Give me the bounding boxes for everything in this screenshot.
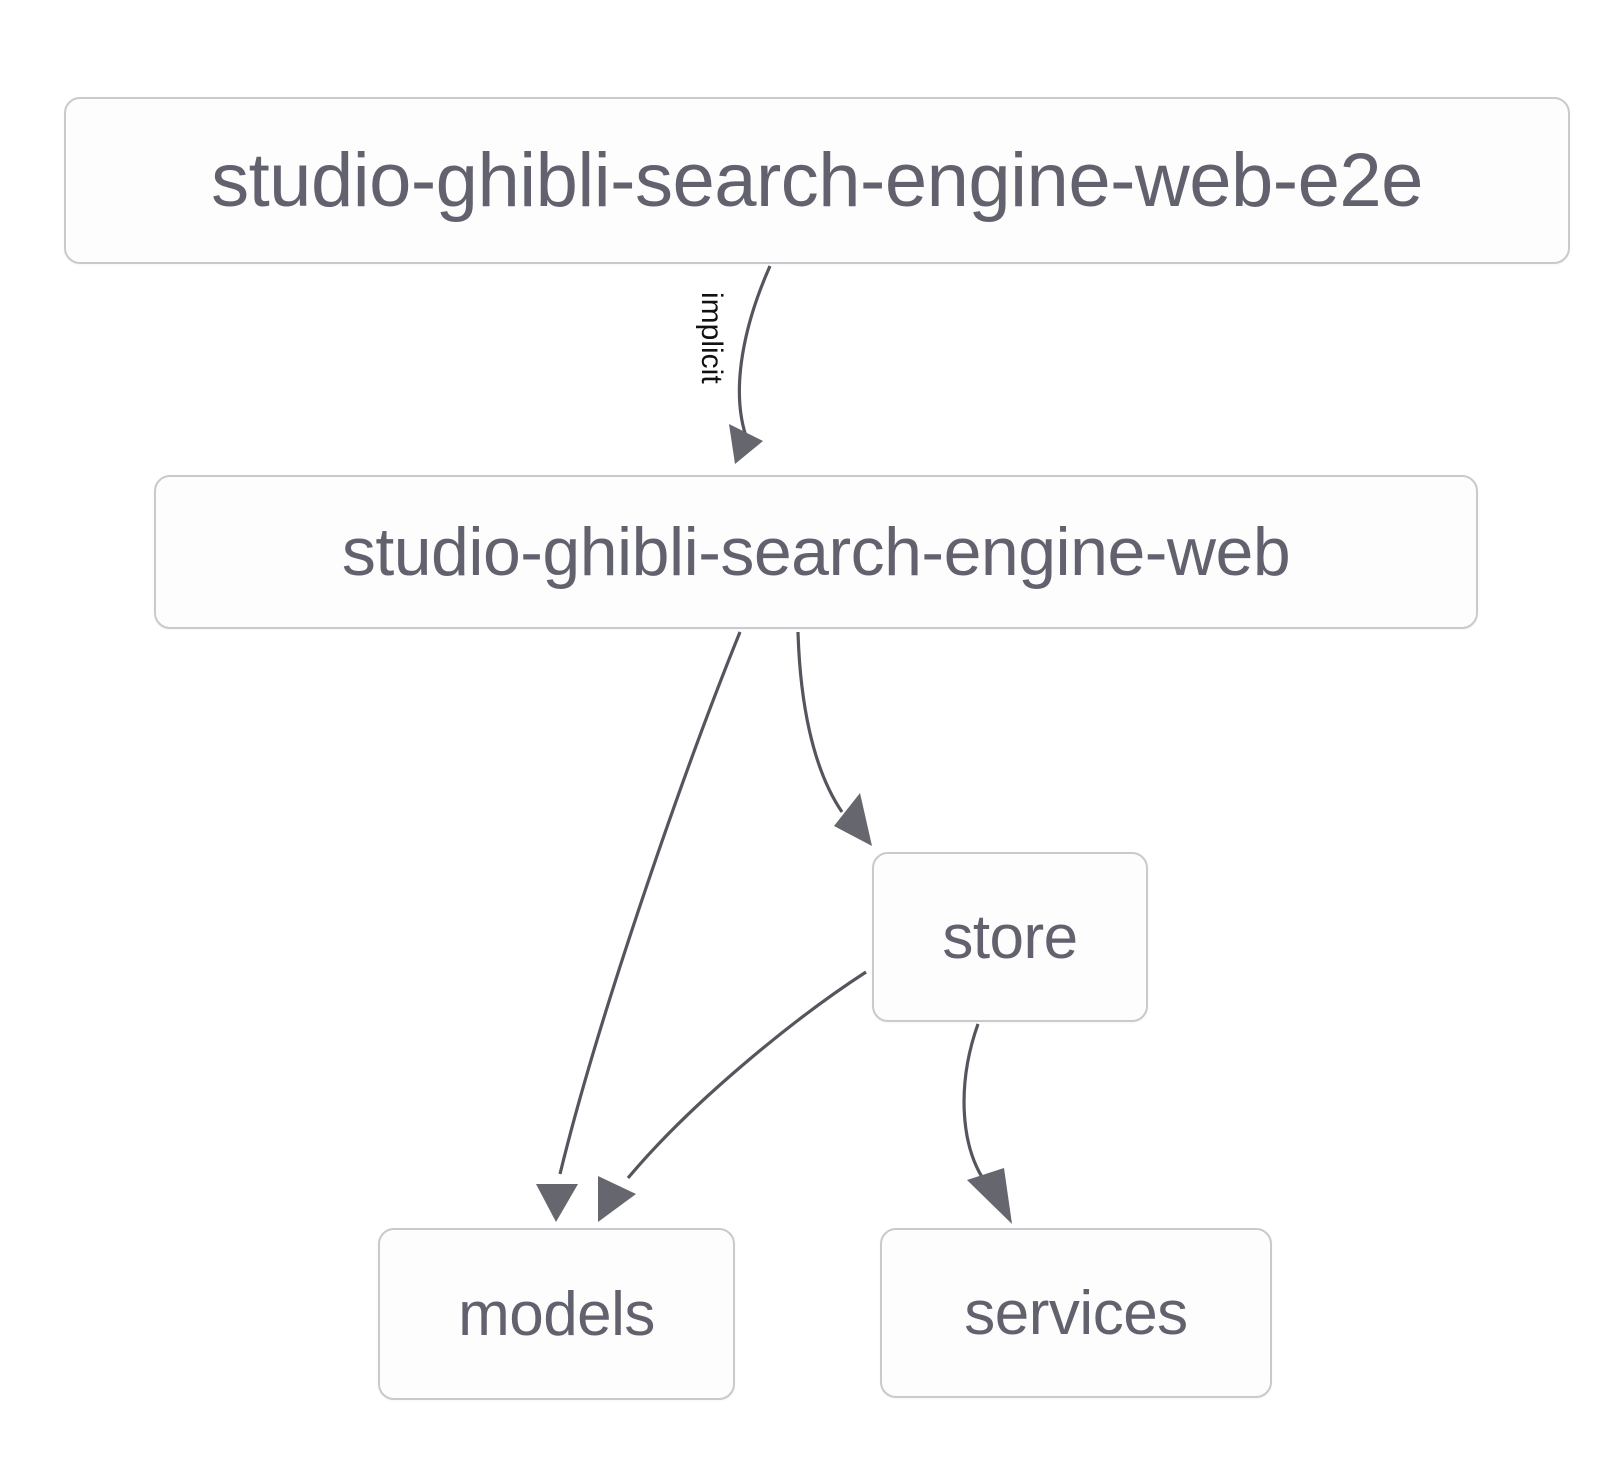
- edge-store-to-services: [962, 1023, 1012, 1224]
- node-models[interactable]: models: [378, 1228, 735, 1400]
- node-services[interactable]: services: [880, 1228, 1272, 1398]
- node-label: studio-ghibli-search-engine-web: [341, 514, 1291, 590]
- edge-path-store-to-models: [626, 970, 867, 1180]
- edge-web-to-models: [536, 631, 742, 1222]
- arrowhead-e2e-to-web: [729, 424, 763, 464]
- edge-web-to-store: [796, 631, 872, 846]
- arrowhead-store-to-services: [967, 1168, 1012, 1224]
- node-label: models: [458, 1279, 655, 1349]
- node-store[interactable]: store: [872, 852, 1148, 1022]
- node-studio-ghibli-search-engine-web-e2e[interactable]: studio-ghibli-search-engine-web-e2e: [64, 97, 1570, 264]
- edge-path-store-to-services: [962, 1023, 990, 1187]
- node-label: store: [942, 902, 1078, 972]
- arrowhead-web-to-models: [536, 1184, 578, 1222]
- edge-label-implicit: implicit: [695, 292, 728, 384]
- edge-path-e2e-to-web: [737, 265, 772, 443]
- arrowhead-store-to-models: [598, 1176, 636, 1222]
- node-label: services: [964, 1278, 1188, 1348]
- arrowhead-web-to-store: [834, 793, 872, 846]
- edge-path-web-to-store: [796, 631, 844, 813]
- node-studio-ghibli-search-engine-web[interactable]: studio-ghibli-search-engine-web: [154, 475, 1478, 629]
- edge-path-web-to-models: [558, 631, 742, 1175]
- node-label: studio-ghibli-search-engine-web-e2e: [211, 138, 1423, 223]
- edge-e2e-to-web: [729, 265, 772, 464]
- edge-store-to-models: [598, 970, 867, 1222]
